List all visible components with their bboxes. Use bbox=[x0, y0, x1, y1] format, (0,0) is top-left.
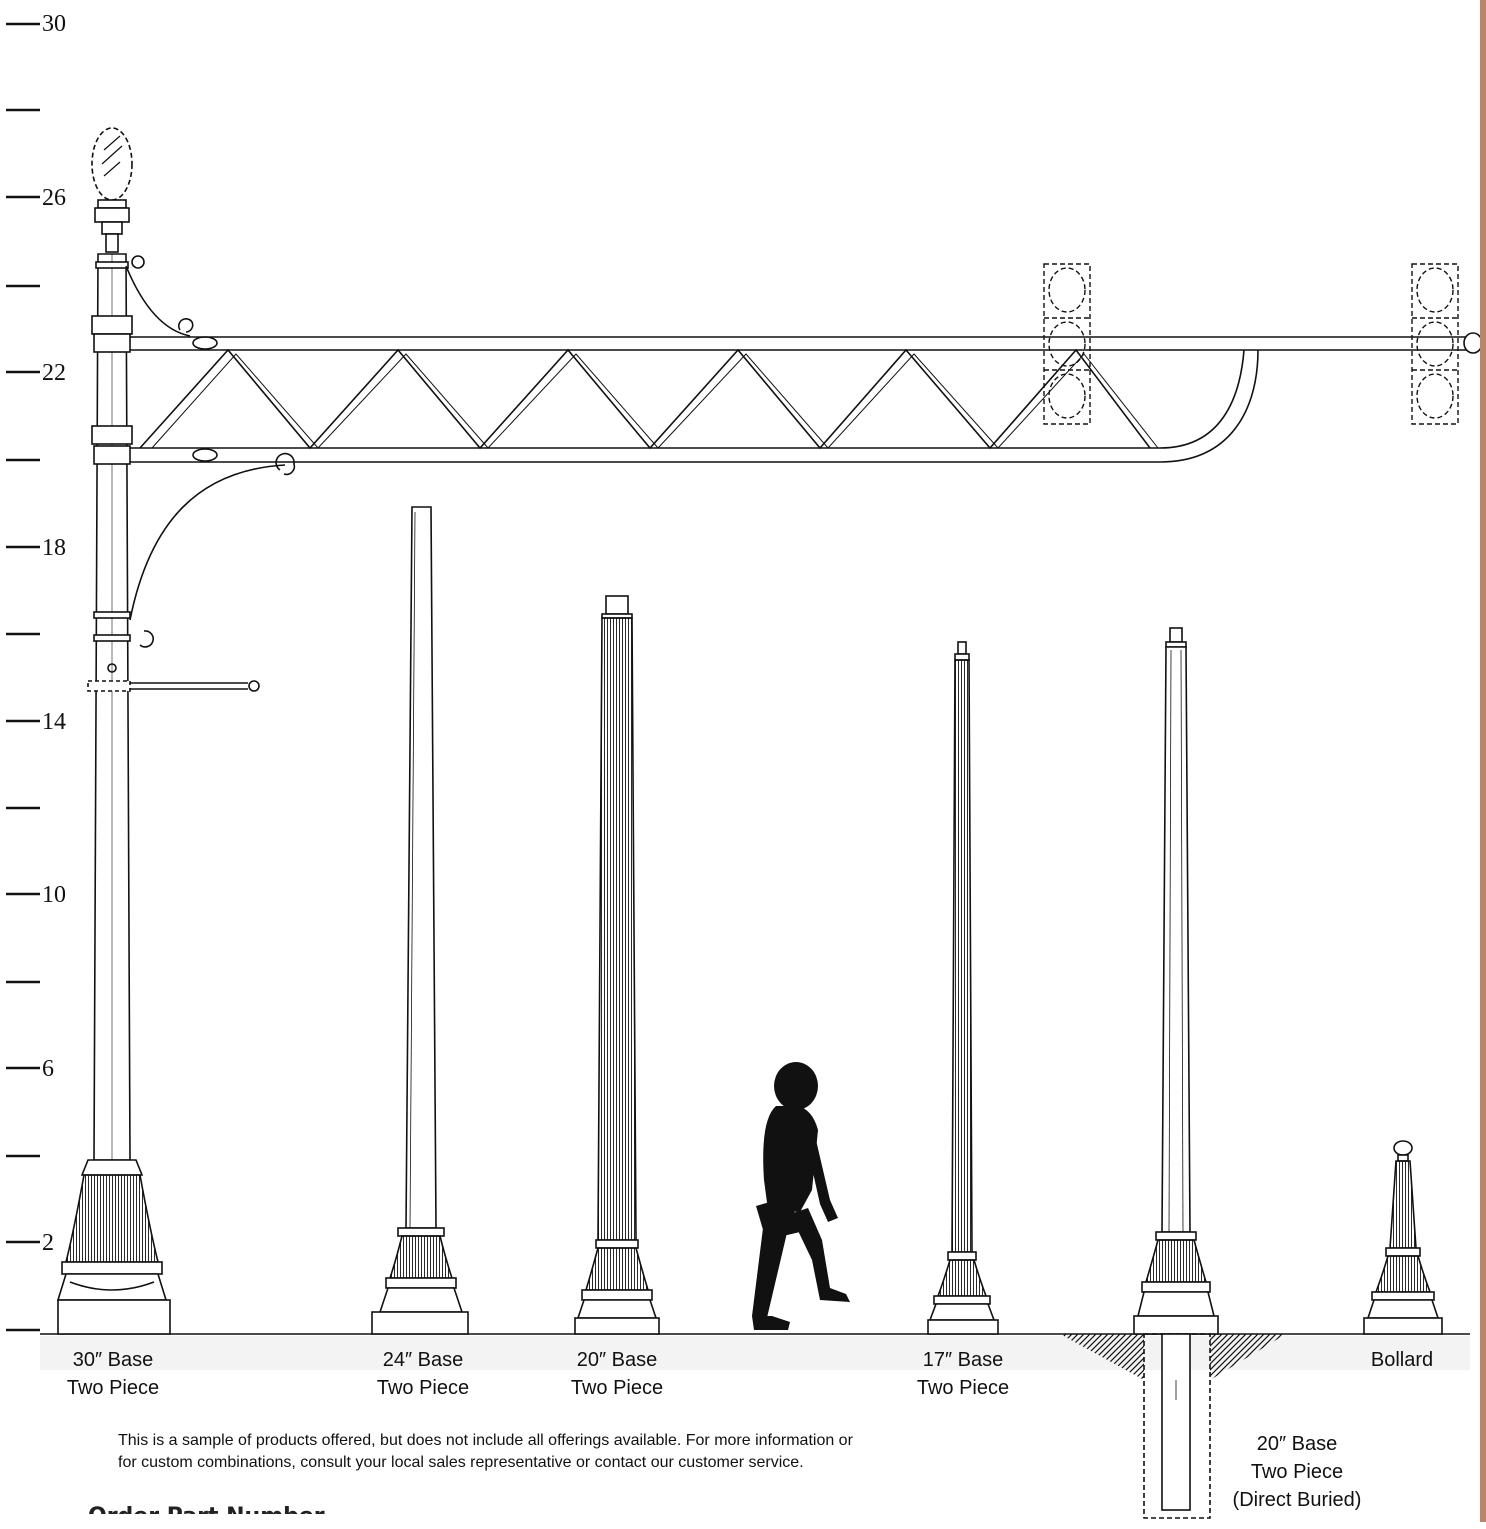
signal-head-1-icon bbox=[1043, 263, 1091, 425]
label-bollard-line1: Bollard bbox=[1370, 1349, 1434, 1371]
label-20-base-line1: 20″ Base bbox=[576, 1349, 658, 1371]
label-bollard: Bollard bbox=[1354, 1346, 1450, 1374]
label-direct-buried-line2: Two Piece bbox=[1250, 1461, 1344, 1483]
order-part-number-heading: Order Part Number bbox=[88, 1504, 325, 1529]
label-20-base: 20″ Base Two Piece bbox=[560, 1346, 674, 1402]
scale-label-30: 30 bbox=[42, 11, 66, 37]
bollard bbox=[1363, 1140, 1443, 1335]
disclaimer-line1: This is a sample of products offered, bu… bbox=[118, 1432, 853, 1449]
height-scale bbox=[6, 22, 40, 1332]
scale-label-26: 26 bbox=[42, 185, 66, 211]
scale-label-18: 18 bbox=[42, 535, 66, 561]
scale-label-10: 10 bbox=[42, 882, 66, 908]
scale-label-2: 2 bbox=[42, 1230, 54, 1256]
luminaire-globe-icon bbox=[91, 127, 133, 201]
label-20-base-line2: Two Piece bbox=[570, 1377, 664, 1399]
label-17-base-line1: 17″ Base bbox=[922, 1349, 1004, 1371]
label-24-base-line2: Two Piece bbox=[376, 1377, 470, 1399]
scale-label-6: 6 bbox=[42, 1056, 54, 1082]
pole-20-base-fluted bbox=[574, 595, 660, 1335]
disclaimer-line2: for custom combinations, consult your lo… bbox=[118, 1454, 804, 1471]
label-30-base-line2: Two Piece bbox=[66, 1377, 160, 1399]
label-30-base: 30″ Base Two Piece bbox=[58, 1346, 168, 1402]
scale-label-14: 14 bbox=[42, 709, 66, 735]
label-17-base: 17″ Base Two Piece bbox=[906, 1346, 1020, 1402]
label-20-base-direct-buried: 20″ Base Two Piece (Direct Buried) bbox=[1222, 1430, 1372, 1514]
disclaimer-note: This is a sample of products offered, bu… bbox=[118, 1430, 1118, 1474]
page-edge-accent bbox=[1480, 0, 1486, 1522]
label-24-base: 24″ Base Two Piece bbox=[366, 1346, 480, 1402]
label-17-base-line2: Two Piece bbox=[916, 1377, 1010, 1399]
label-24-base-line1: 24″ Base bbox=[382, 1349, 464, 1371]
pole-20-base-direct-buried bbox=[1060, 627, 1286, 1519]
person-silhouette-icon bbox=[752, 1062, 850, 1330]
pole-24-base bbox=[371, 506, 469, 1335]
pole-17-base bbox=[927, 641, 999, 1335]
label-direct-buried-line3: (Direct Buried) bbox=[1232, 1489, 1362, 1511]
label-direct-buried-line1: 20″ Base bbox=[1256, 1433, 1338, 1455]
pole-30-base-truss-arm bbox=[56, 127, 1483, 1335]
label-30-base-line1: 30″ Base bbox=[72, 1349, 154, 1371]
signal-head-2-icon bbox=[1411, 263, 1459, 425]
scale-label-22: 22 bbox=[42, 360, 66, 386]
